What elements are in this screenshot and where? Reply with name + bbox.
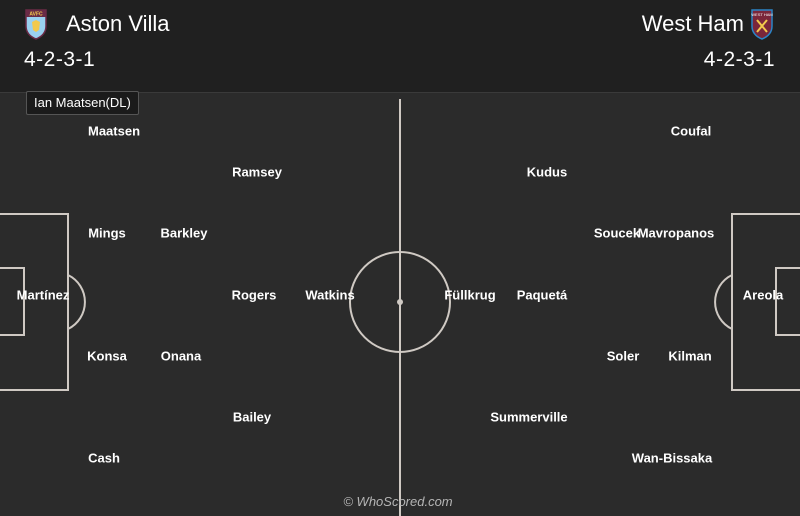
player-away[interactable]: Mavropanos [637, 225, 715, 241]
player-away[interactable]: Soler [606, 348, 640, 364]
away-penalty-box [731, 213, 800, 391]
player-away[interactable]: Coufal [670, 123, 712, 139]
home-penalty-arc [67, 274, 86, 330]
player-away[interactable]: Soucek [593, 225, 641, 241]
player-home[interactable]: Maatsen [87, 123, 141, 139]
player-home[interactable]: Konsa [87, 348, 127, 364]
centre-spot [397, 299, 403, 305]
away-formation: 4-2-3-1 [703, 48, 775, 71]
player-home[interactable]: Rogers [231, 287, 277, 303]
watermark: © WhoScored.com [343, 494, 453, 509]
player-home[interactable]: Cash [88, 450, 120, 466]
player-away[interactable]: Kilman [668, 348, 712, 364]
player-home[interactable]: Barkley [160, 225, 208, 241]
player-home[interactable]: Watkins [305, 287, 355, 303]
home-penalty-box [0, 213, 69, 391]
home-team-name[interactable]: Aston Villa [66, 11, 170, 36]
player-home[interactable]: Ramsey [232, 164, 282, 180]
away-team-name[interactable]: West Ham [641, 11, 744, 36]
aston-villa-crest-icon: AVFC [25, 9, 47, 40]
match-header: AVFC Aston Villa 4-2-3-1 West Ham WEST H… [0, 0, 800, 93]
player-away[interactable]: Kudus [526, 164, 568, 180]
player-home[interactable]: Onana [160, 348, 202, 364]
west-ham-crest-icon: WEST HAM [751, 9, 773, 40]
crest-text: WEST HAM [751, 12, 772, 17]
home-goal-box [0, 267, 25, 336]
player-home[interactable]: Bailey [232, 409, 272, 425]
centre-circle [349, 251, 451, 353]
player-tooltip: Ian Maatsen(DL) [26, 91, 139, 115]
crest-text: AVFC [29, 12, 43, 18]
away-goal-box [775, 267, 800, 336]
player-home[interactable]: Mings [88, 225, 126, 241]
player-home[interactable]: Martínez [16, 287, 70, 303]
away-penalty-arc [714, 274, 733, 330]
home-formation: 4-2-3-1 [24, 48, 96, 71]
player-away[interactable]: Summerville [490, 409, 568, 425]
player-away[interactable]: Wan-Bissaka [631, 450, 713, 466]
player-away[interactable]: Paquetá [516, 287, 568, 303]
player-away[interactable]: Areola [742, 287, 784, 303]
player-away[interactable]: Füllkrug [444, 287, 496, 303]
pitch-markings [0, 99, 800, 516]
